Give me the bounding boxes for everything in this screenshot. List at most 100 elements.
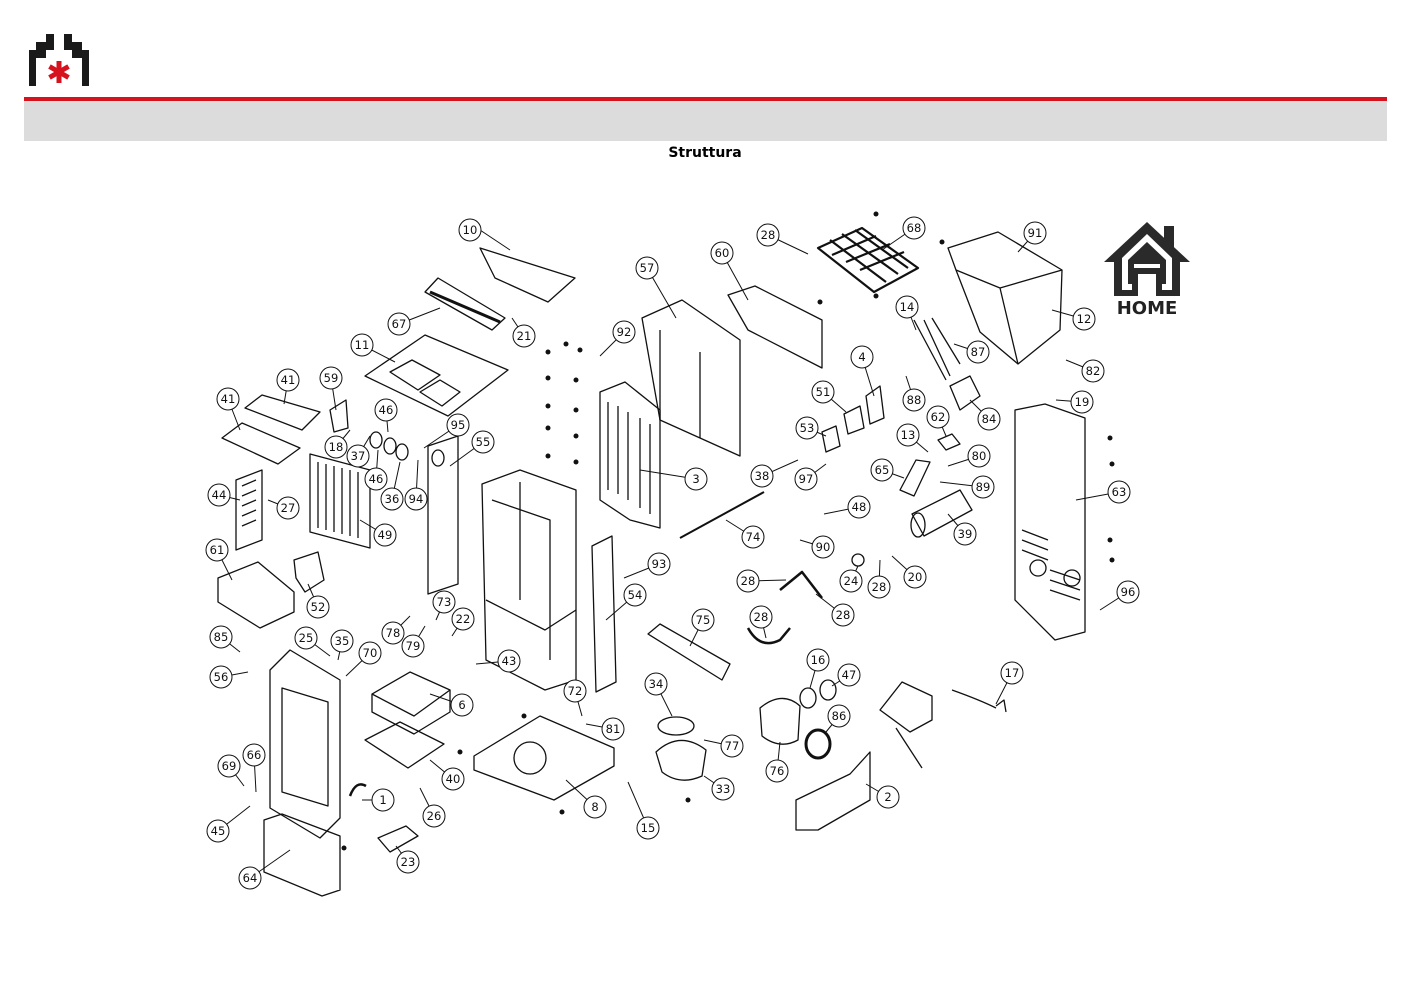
svg-text:78: 78: [386, 626, 401, 640]
callout-85: 85: [209, 625, 241, 653]
callout-47: 47: [831, 663, 861, 687]
svg-text:36: 36: [385, 492, 400, 506]
callout-24: 24: [839, 565, 863, 593]
callout-28c: 28: [815, 593, 855, 627]
svg-text:12: 12: [1077, 312, 1092, 326]
svg-text:28: 28: [761, 228, 776, 242]
svg-text:94: 94: [409, 492, 424, 506]
svg-text:96: 96: [1121, 585, 1136, 599]
callout-88: 88: [902, 375, 926, 412]
callout-61: 61: [205, 538, 233, 581]
callout-28b: 28: [736, 569, 787, 593]
callout-13: 13: [896, 423, 929, 453]
callout-34: 34: [644, 672, 673, 717]
part-hopper: [947, 231, 1063, 365]
svg-text:60: 60: [715, 246, 730, 260]
svg-text:40: 40: [446, 772, 461, 786]
callout-76: 76: [765, 741, 789, 783]
callout-44: 44: [207, 483, 241, 507]
callout-82: 82: [1065, 359, 1105, 383]
callout-77: 77: [703, 734, 744, 758]
callout-40: 40: [429, 759, 465, 791]
callout-74: 74: [725, 519, 765, 549]
callout-14: 14: [895, 295, 919, 331]
callout-38: 38: [750, 459, 799, 488]
svg-text:27: 27: [281, 501, 296, 515]
callout-87: 87: [953, 340, 990, 364]
svg-text:15: 15: [641, 821, 656, 835]
callout-72: 72: [563, 679, 587, 717]
part-base: [473, 715, 615, 801]
callout-70: 70: [345, 641, 382, 677]
callout-80: 80: [947, 444, 991, 468]
svg-text:88: 88: [907, 393, 922, 407]
svg-text:24: 24: [844, 574, 859, 588]
svg-text:91: 91: [1028, 226, 1043, 240]
svg-text:28: 28: [836, 608, 851, 622]
svg-text:79: 79: [406, 639, 421, 653]
callout-33: 33: [703, 775, 735, 801]
callout-90: 90: [799, 535, 835, 559]
svg-text:33: 33: [716, 782, 731, 796]
svg-text:47: 47: [842, 668, 857, 682]
svg-text:38: 38: [755, 469, 770, 483]
svg-text:14: 14: [900, 300, 915, 314]
part-ash-tray: [217, 561, 295, 629]
svg-text:2: 2: [884, 790, 891, 804]
svg-text:75: 75: [696, 613, 711, 627]
svg-text:72: 72: [568, 684, 583, 698]
callout-84: 84: [969, 399, 1001, 431]
callout-27: 27: [267, 496, 300, 520]
svg-text:20: 20: [908, 570, 923, 584]
callout-54: 54: [605, 583, 647, 621]
svg-text:57: 57: [640, 261, 655, 275]
callout-53: 53: [795, 416, 827, 440]
callout-12: 12: [1051, 307, 1096, 331]
callout-51: 51: [811, 380, 847, 413]
callout-75: 75: [689, 608, 715, 647]
callout-41b: 41: [216, 387, 241, 431]
svg-text:52: 52: [311, 600, 326, 614]
callout-91: 91: [1017, 221, 1047, 253]
svg-text:48: 48: [852, 500, 867, 514]
svg-text:16: 16: [811, 653, 826, 667]
part-main-frame: [481, 469, 577, 691]
svg-text:80: 80: [972, 449, 987, 463]
callout-49: 49: [359, 519, 397, 547]
svg-text:3: 3: [692, 472, 699, 486]
svg-text:17: 17: [1005, 666, 1020, 680]
svg-text:8: 8: [591, 800, 598, 814]
callout-96: 96: [1099, 580, 1140, 611]
callout-45: 45: [206, 805, 251, 843]
callout-56: 56: [209, 665, 249, 689]
svg-text:49: 49: [378, 528, 393, 542]
part-side-panel-right: [1014, 403, 1086, 641]
callout-28a: 28: [756, 223, 809, 255]
svg-text:66: 66: [247, 748, 262, 762]
svg-text:4: 4: [858, 350, 865, 364]
callout-39: 39: [947, 513, 977, 546]
svg-text:21: 21: [517, 329, 532, 343]
svg-text:22: 22: [456, 612, 471, 626]
callout-97: 97: [794, 463, 827, 491]
svg-text:69: 69: [222, 759, 237, 773]
home-button[interactable]: HOME: [1100, 218, 1194, 322]
callout-66: 66: [242, 743, 266, 793]
callout-8: 8: [565, 779, 607, 819]
callout-19: 19: [1055, 390, 1094, 414]
svg-text:89: 89: [976, 480, 991, 494]
svg-text:64: 64: [243, 871, 258, 885]
part-hood: [641, 299, 741, 457]
callout-37: 37: [346, 435, 371, 468]
svg-text:10: 10: [463, 223, 478, 237]
callout-95: 95: [423, 413, 470, 449]
part-bracket-60: [727, 285, 823, 369]
svg-text:53: 53: [800, 421, 815, 435]
callout-28d: 28: [749, 605, 773, 639]
svg-text:6: 6: [458, 698, 465, 712]
callout-2: 2: [865, 783, 900, 809]
callout-48: 48: [823, 495, 871, 519]
part-top-frame: [424, 277, 506, 331]
callout-69: 69: [217, 754, 245, 787]
